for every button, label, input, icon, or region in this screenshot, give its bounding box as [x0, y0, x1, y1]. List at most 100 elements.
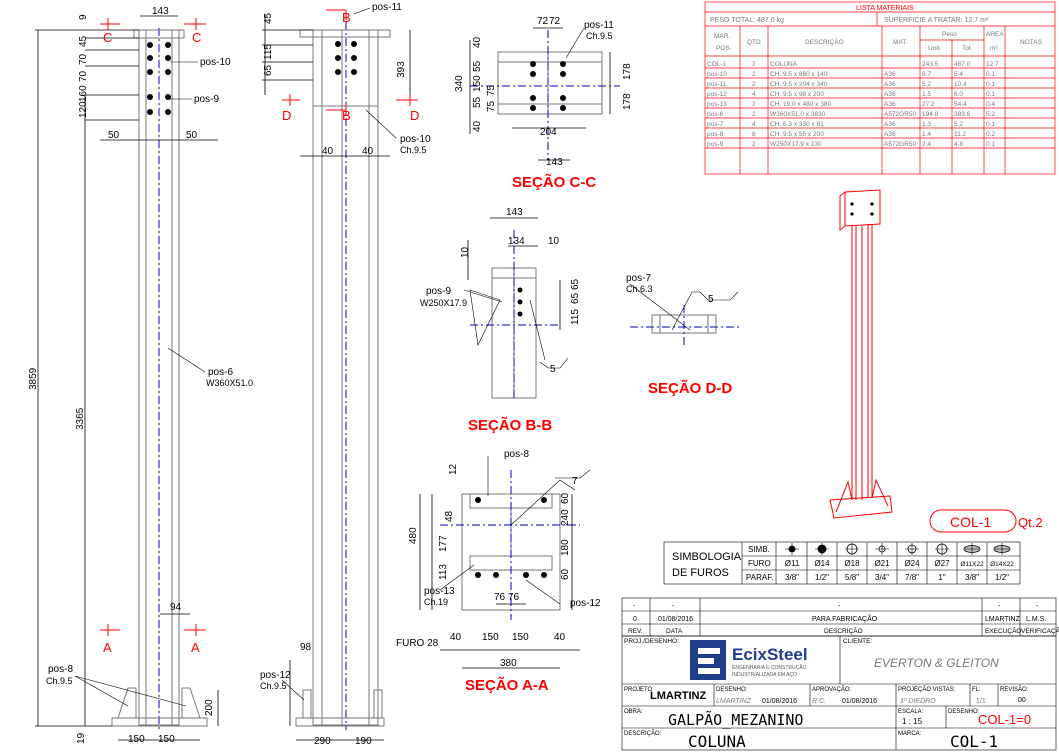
symbology-furo: Ø24	[904, 559, 920, 568]
dd-weld-size: 5	[708, 294, 714, 305]
symbology-furo: Ø18	[844, 559, 860, 568]
materials-cell: pos-7	[707, 121, 724, 128]
materials-cell: 389.6	[954, 111, 971, 118]
elevation-left: 143 9 45 70 70 160 120 3859 3365 19 50 5…	[28, 6, 253, 745]
materials-cell: 6.0	[954, 91, 963, 98]
materials-cell: COL-1	[707, 61, 727, 68]
materials-cell: A36	[884, 81, 896, 88]
dim-clear-height: 3365	[75, 407, 86, 430]
aa-dim-76a: 76	[494, 592, 506, 603]
materials-cell: pos-11	[707, 81, 727, 88]
materials-cell: 8	[752, 131, 756, 138]
hdr-tot: Tot.	[962, 45, 973, 52]
rev0-execution: LMARTINZ	[985, 616, 1021, 623]
materials-cell: A36	[884, 121, 896, 128]
aa-dim-480: 480	[408, 527, 419, 544]
materials-cell: 27.2	[922, 101, 935, 108]
materials-cell: W360X51.0 x 3830	[770, 111, 826, 118]
aa-dim-40a: 40	[450, 632, 462, 643]
materials-cell: 12.7	[986, 61, 999, 68]
materials-cell: 2	[752, 141, 756, 148]
cc-dim-72a: 72	[537, 16, 549, 27]
rev0-date: 01/08/2016	[658, 616, 693, 623]
dim-70a: 70	[78, 53, 89, 65]
cc-dim-143: 143	[546, 157, 563, 168]
hdr-unit: Unit.	[928, 45, 942, 52]
dim-65-right: 65	[263, 64, 274, 76]
tb-marca-label: MARCA:	[898, 731, 922, 737]
materials-cell: 11.2	[954, 131, 967, 138]
aa-dim-40b: 40	[554, 632, 566, 643]
label-pos6: pos-6	[208, 367, 233, 378]
materials-cell: 0.1	[986, 141, 995, 148]
rev-hdr-verif: VERIFICAÇÃO	[1021, 626, 1059, 635]
rev0-number: 0	[633, 616, 637, 623]
bb-dim-115: 115	[570, 309, 581, 325]
materials-cell: A36	[884, 71, 896, 78]
materials-cell: pos-8	[707, 131, 724, 138]
symbology-furo: Ø11	[785, 559, 800, 568]
crosshair-icon	[995, 543, 1009, 555]
materials-cell: A572GR50	[884, 111, 917, 118]
materials-cell: CH. 9.5 x 98 x 200	[770, 91, 824, 98]
materials-cell: 0.2	[986, 131, 995, 138]
dim-40-right-a: 40	[322, 146, 334, 157]
materials-cell: CH. 6.3 x 330 x 81	[770, 121, 824, 128]
tb-escala-label: ESCALA:	[898, 709, 924, 715]
dim-total-height: 3859	[28, 367, 39, 390]
dim-143-left: 143	[152, 6, 169, 17]
materials-cell: 8.7	[922, 71, 931, 78]
dim-base-190: 190	[355, 736, 372, 747]
materials-cell: 2	[752, 111, 756, 118]
symbology-row-paraf: PARAF.	[746, 573, 773, 582]
label-pos8-plate: Ch.9.5	[46, 676, 73, 686]
rev-dash-exec: -	[998, 603, 1001, 610]
cc-label-pos11: pos-11	[584, 20, 614, 31]
materials-cell: 54.4	[954, 101, 967, 108]
tb-aprovacao-data: 01/08/2016	[842, 698, 877, 705]
symbology-parafuso: 7/8"	[905, 573, 919, 582]
tb-escala: 1 : 15	[902, 717, 923, 726]
aa-label-pos8: pos-8	[504, 449, 529, 460]
cc-dim-340: 340	[454, 75, 465, 92]
materials-cell: pos-9	[707, 141, 724, 148]
rev-hdr-desc: DESCRIÇÃO	[824, 626, 863, 635]
cc-dim-178b: 178	[622, 93, 633, 110]
materials-cell: 0.4	[986, 101, 995, 108]
dim-200: 200	[204, 699, 215, 716]
label-pos8: pos-8	[48, 664, 73, 675]
dim-160: 160	[78, 85, 89, 102]
section-aa: 12 48 480 177 113 240 60 180 60 76 76 40…	[396, 449, 601, 694]
aa-label-pos13-plate: Ch.19	[424, 597, 448, 607]
materials-cell: W250X17.9 x 130	[770, 141, 822, 148]
tb-fl-label: FL:	[972, 687, 981, 693]
hdr-peso: Peso	[942, 31, 957, 38]
aa-weld-size: 7	[572, 476, 578, 487]
ecixsteel-logo: EcixSteel ENGENHARIA E CONSTRUÇÃO INDUST…	[690, 640, 808, 680]
dim-50-right: 50	[186, 130, 198, 141]
rev-dash-desc: -	[838, 603, 841, 610]
materials-cell: 2	[752, 61, 756, 68]
label-pos12: pos-12	[260, 670, 291, 681]
symbology-furo: Ø27	[934, 559, 950, 568]
tb-revisao: 00	[1018, 697, 1026, 704]
tb-aprovacao-label: APROVAÇÃO:	[812, 686, 852, 693]
hdr-notas: NOTAS	[1020, 39, 1043, 46]
materials-cell: 2.4	[922, 141, 931, 148]
materials-cell: A36	[884, 131, 896, 138]
logo-name: EcixSteel	[732, 645, 808, 664]
section-dd: 5 pos-7 Ch.6.3 SEÇÃO D-D	[626, 273, 740, 397]
tb-desenho2-label: DESENHO:	[948, 709, 980, 715]
materials-cell: 0.1	[986, 81, 995, 88]
logo-tagline-1: ENGENHARIA E CONSTRUÇÃO	[732, 664, 807, 671]
label-pos12-plate: Ch.9.5	[260, 681, 287, 691]
cc-label-pos11-plate: Ch.9.5	[586, 31, 613, 41]
materials-cell: 10.4	[954, 81, 967, 88]
tb-desenho-label: DESENHO:	[716, 687, 748, 693]
section-bb-title: SEÇÃO B-B	[468, 416, 552, 434]
materials-cell: pos-13	[707, 101, 727, 108]
aa-label-pos13: pos-13	[424, 586, 455, 597]
bolt-holes-right	[335, 41, 357, 75]
